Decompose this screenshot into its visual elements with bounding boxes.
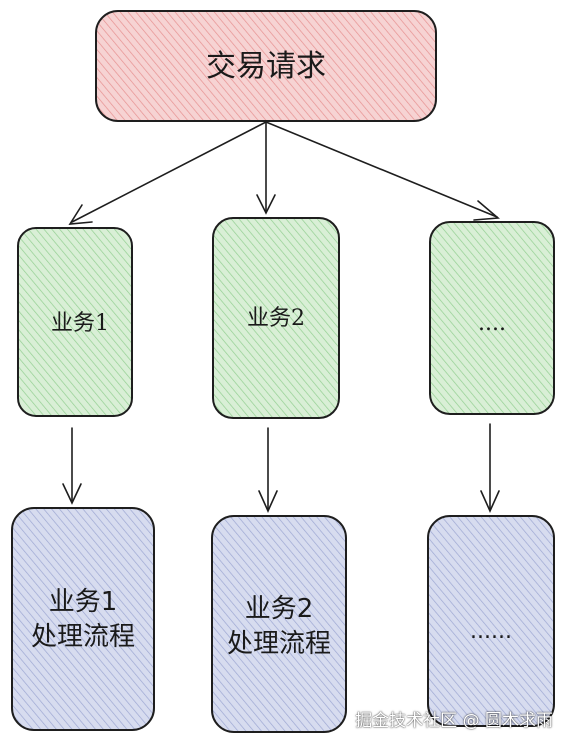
business-label-1: 业务1 (51, 311, 109, 336)
watermark: 掘金技术社区 @ 圆木求雨 (355, 711, 553, 731)
process-node-2: 业务2 处理流程 (211, 515, 347, 733)
business-label-2: 业务2 (247, 306, 305, 331)
business-label-3: .... (478, 311, 506, 336)
process-node-1: 业务1 处理流程 (11, 507, 155, 731)
process-node-3: ...... (427, 515, 555, 727)
arrow-request-business-1 (71, 121, 267, 223)
arrowhead-request-business-3 (473, 200, 500, 221)
business-node-3: .... (429, 221, 555, 415)
business-node-1: 业务1 (17, 227, 133, 417)
request-to-business-arrows (68, 121, 500, 225)
request-node: 交易请求 (95, 10, 437, 122)
business-node-2: 业务2 (212, 217, 340, 419)
business-to-process-arrows (62, 423, 500, 513)
arrowhead-business-process-1 (62, 483, 82, 505)
process-label-1-line1: 业务1 (49, 587, 118, 617)
process-label-2-line1: 业务2 (245, 594, 314, 624)
process-label-1-line2: 处理流程 (31, 622, 135, 652)
arrowhead-business-process-2 (258, 490, 278, 513)
arrow-request-business-3 (265, 121, 498, 218)
arrowhead-request-business-2 (256, 194, 276, 215)
request-label: 交易请求 (206, 49, 326, 84)
arrowhead-request-business-1 (68, 204, 93, 225)
arrowhead-business-process-3 (480, 490, 500, 513)
process-label-3-line1: ...... (470, 619, 512, 644)
process-label-2-line2: 处理流程 (227, 629, 331, 659)
